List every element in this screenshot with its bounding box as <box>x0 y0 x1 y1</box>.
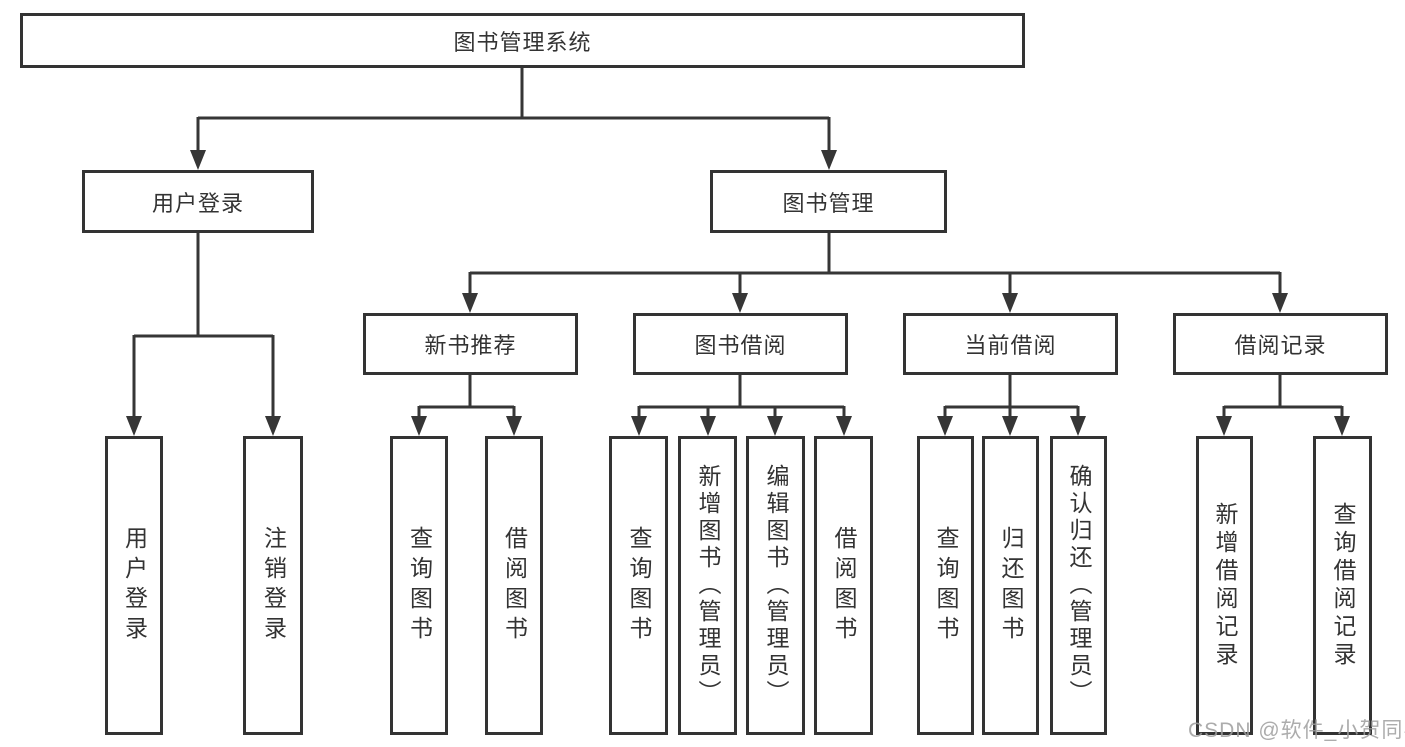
csdn-watermark: CSDN @软件_小贺同学 <box>1188 719 1405 742</box>
leaf-query-borrow-record: 查询借阅记录 <box>1313 436 1372 735</box>
leaf-user-login: 用户登录 <box>105 436 163 735</box>
leaf-edit-book-admin: 编辑图书（管理员） <box>746 436 805 735</box>
node-borrow-records: 借阅记录 <box>1173 313 1388 375</box>
leaf-logout: 注销登录 <box>243 436 303 735</box>
leaf-borrow-books-recommend: 借阅图书 <box>485 436 543 735</box>
leaf-add-book-admin: 新增图书（管理员） <box>678 436 737 735</box>
leaf-confirm-return-admin: 确认归还（管理员） <box>1050 436 1107 735</box>
node-book-borrowing: 图书借阅 <box>633 313 848 375</box>
node-new-book-recommend: 新书推荐 <box>363 313 578 375</box>
leaf-add-borrow-record: 新增借阅记录 <box>1196 436 1253 735</box>
leaf-query-books-recommend: 查询图书 <box>390 436 448 735</box>
node-user-login: 用户登录 <box>82 170 314 233</box>
arrowheads <box>126 150 1350 436</box>
node-book-management: 图书管理 <box>710 170 947 233</box>
node-current-borrowing: 当前借阅 <box>903 313 1118 375</box>
node-root: 图书管理系统 <box>20 13 1025 68</box>
leaf-return-book: 归还图书 <box>982 436 1039 735</box>
leaf-query-books-borrow: 查询图书 <box>609 436 668 735</box>
leaf-borrow-books-borrow: 借阅图书 <box>814 436 873 735</box>
leaf-query-books-current: 查询图书 <box>917 436 974 735</box>
